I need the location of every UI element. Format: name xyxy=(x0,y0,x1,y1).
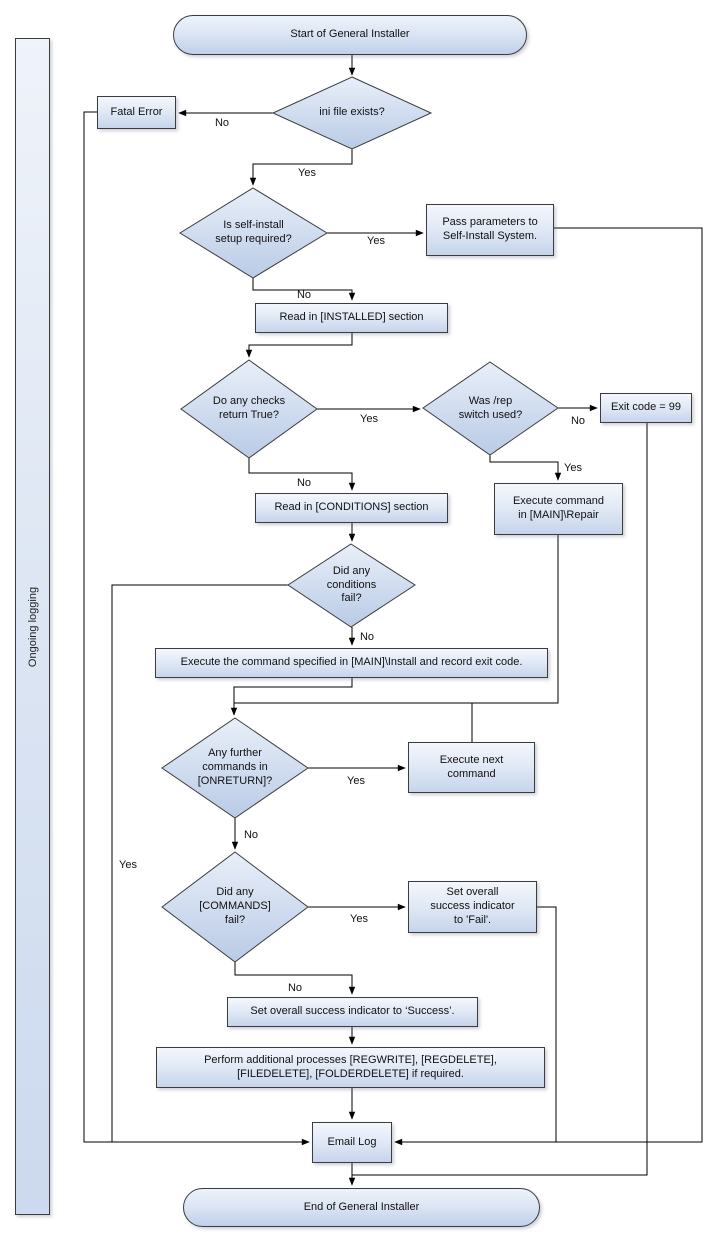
edge-label-cond-yes: Yes xyxy=(119,859,137,871)
node-read-conditions-label: Read in [CONDITIONS] section xyxy=(274,501,429,514)
node-read-installed: Read in [INSTALLED] section xyxy=(255,303,448,333)
diamond-checks-true-label: Do any checks return True? xyxy=(212,395,286,421)
diamond-onreturn-label: Any further commands in [ONRETURN]? xyxy=(197,747,273,787)
diamond-ini-exists xyxy=(271,76,433,150)
edge-wasrep-yes-repair xyxy=(489,455,562,481)
ongoing-logging-label: Ongoing logging xyxy=(26,586,39,667)
edge-ini-yes-selfinstall xyxy=(249,149,353,186)
edge-passparams-loop-to-email xyxy=(394,227,703,1146)
node-exec-repair-label: Execute command in [MAIN]\Repair xyxy=(512,495,605,521)
diamond-ini-exists-label: ini file exists? xyxy=(319,106,385,119)
node-set-success-label: Set overall success indicator to ‘Succes… xyxy=(250,1005,455,1018)
ongoing-logging-lane: Ongoing logging xyxy=(15,38,50,1215)
edge-label-checks-no: No xyxy=(296,477,312,489)
node-perform-additional-label: Perform additional processes [REGWRITE],… xyxy=(204,1053,497,1080)
edge-label-wasrep-no: No xyxy=(570,415,586,427)
node-pass-params-label: Pass parameters to Self-Install System. xyxy=(442,216,538,242)
node-exit-99-label: Exit code = 99 xyxy=(610,401,682,414)
node-set-success: Set overall success indicator to ‘Succes… xyxy=(227,997,478,1027)
edge-commands-no-setsuccess xyxy=(234,962,356,995)
node-read-installed-label: Read in [INSTALLED] section xyxy=(279,311,424,324)
edge-label-cond-no: No xyxy=(359,631,375,643)
node-end: End of General Installer xyxy=(183,1188,540,1227)
node-set-fail: Set overall success indicator to 'Fail'. xyxy=(408,881,537,933)
diamond-commands-fail xyxy=(161,851,309,963)
node-exec-next-label: Execute next command xyxy=(439,753,504,780)
node-exec-next: Execute next command xyxy=(408,742,535,793)
edge-label-self-yes: Yes xyxy=(367,235,385,247)
node-email-log-label: Email Log xyxy=(327,1135,377,1148)
edge-label-self-no: No xyxy=(296,289,312,301)
edge-readinstalled-to-checks xyxy=(245,333,353,358)
edge-execinstall-to-onreturn xyxy=(230,677,353,716)
edge-conditions-yes-rail xyxy=(111,584,288,1142)
edge-label-ini-yes: Yes xyxy=(298,167,316,179)
diamond-self-install-label: Is self-install setup required? xyxy=(215,219,292,245)
node-end-label: End of General Installer xyxy=(303,1200,420,1213)
edge-label-onreturn-no: No xyxy=(243,829,259,841)
node-exec-repair: Execute command in [MAIN]\Repair xyxy=(494,483,623,535)
node-perform-additional: Perform additional processes [REGWRITE],… xyxy=(156,1047,545,1088)
edge-selfinstall-no-readinstalled xyxy=(252,278,356,301)
diamond-commands-fail-label: Did any [COMMANDS] fail? xyxy=(199,886,271,926)
diamond-onreturn xyxy=(161,717,309,819)
diamond-was-rep xyxy=(422,361,559,456)
node-exec-install-label: Execute the command specified in [MAIN]\… xyxy=(180,656,523,669)
edge-exit99-join-end xyxy=(352,423,648,1176)
edge-label-onreturn-yes: Yes xyxy=(347,775,365,787)
node-fatal-error-label: Fatal Error xyxy=(110,105,163,118)
node-fatal-error: Fatal Error xyxy=(97,96,176,129)
diamond-checks-true xyxy=(180,359,318,459)
diamond-self-install xyxy=(179,187,328,279)
edge-repair-loop-to-onreturn xyxy=(234,535,559,704)
diamond-conditions-fail xyxy=(287,543,416,628)
node-exit-99: Exit code = 99 xyxy=(600,393,692,423)
diamond-was-rep-label: Was /rep switch used? xyxy=(458,394,523,421)
node-start-label: Start of General Installer xyxy=(290,28,410,41)
edge-label-checks-yes: Yes xyxy=(360,413,378,425)
node-set-fail-label: Set overall success indicator to 'Fail'. xyxy=(430,886,515,926)
edge-label-commands-no: No xyxy=(287,982,303,994)
edge-label-wasrep-yes: Yes xyxy=(564,462,582,474)
node-read-conditions: Read in [CONDITIONS] section xyxy=(255,493,448,523)
node-exec-install: Execute the command specified in [MAIN]\… xyxy=(155,648,548,678)
node-pass-params: Pass parameters to Self-Install System. xyxy=(426,204,554,256)
node-email-log: Email Log xyxy=(312,1122,392,1163)
edge-label-commands-yes: Yes xyxy=(350,913,368,925)
edge-label-ini-no: No xyxy=(214,117,230,129)
node-start: Start of General Installer xyxy=(173,15,527,55)
edge-checks-no-readconditions xyxy=(248,458,356,491)
edge-fatal-rail-to-email xyxy=(83,111,310,1146)
edge-setfail-join-email xyxy=(537,906,557,1142)
diamond-conditions-fail-label: Did any conditions fail? xyxy=(326,564,377,605)
